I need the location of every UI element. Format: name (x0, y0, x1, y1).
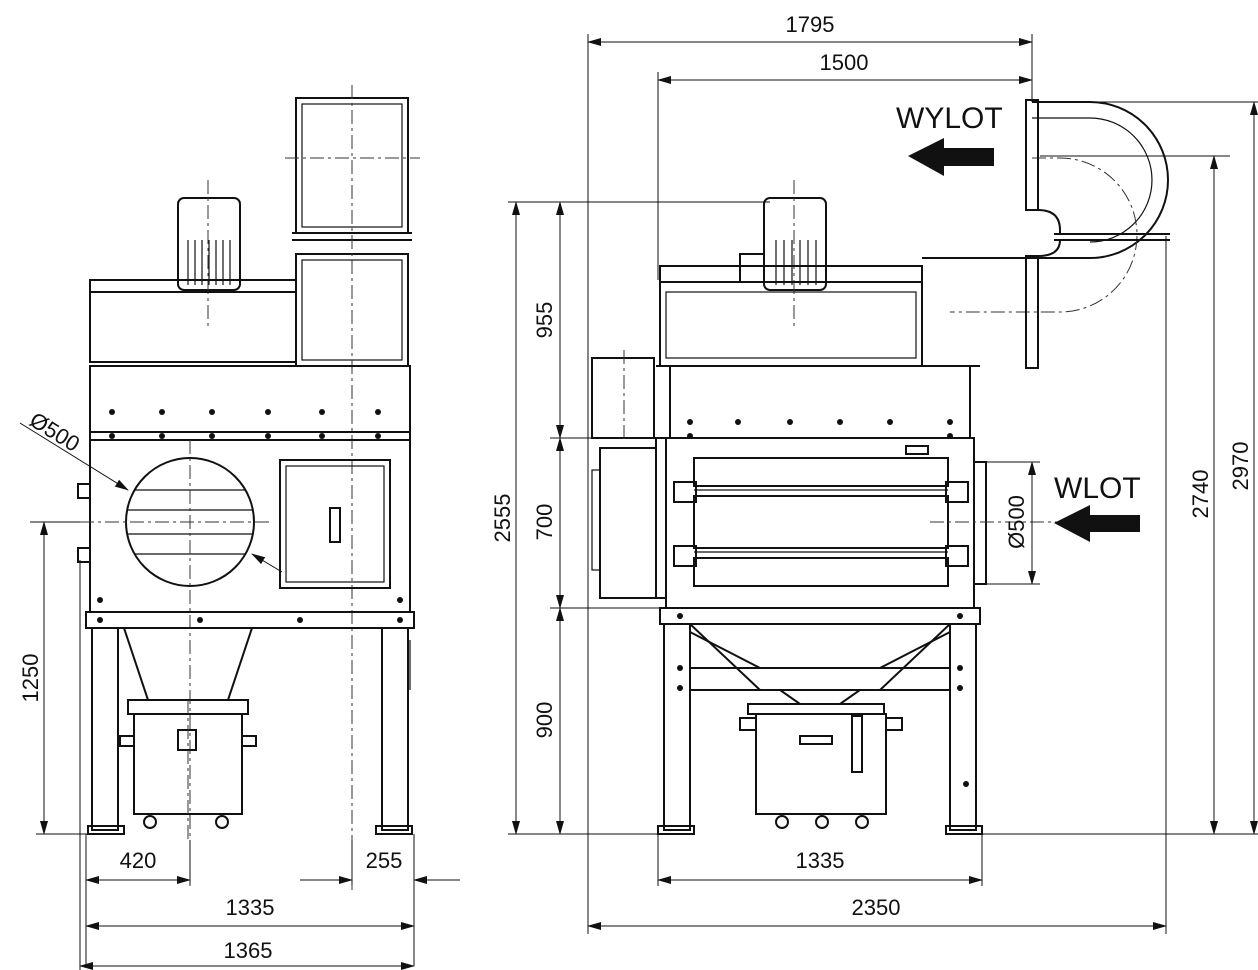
dim-inlet-offset: 420 (120, 848, 157, 873)
front-view (591, 99, 1170, 835)
dim-inlet-height: 1250 (18, 654, 43, 703)
dim-max-height: 2970 (1228, 442, 1253, 491)
side-dimensions: 1250 420 255 1335 1365 Ø500 (18, 407, 460, 970)
dim-leg-width: 255 (366, 848, 403, 873)
label-inlet: WLOT (1054, 472, 1141, 505)
outlet-arrow (908, 138, 994, 176)
motor-fins (187, 240, 231, 285)
dim-base-width-side: 1335 (226, 895, 275, 920)
side-view (19, 85, 420, 890)
front-bolts (677, 419, 969, 787)
front-dimensions: 1795 1500 2555 955 700 900 Ø500 2740 (490, 12, 1258, 934)
label-diameter-side: Ø500 (25, 407, 84, 457)
dim-filter-section: 700 (532, 504, 557, 541)
dim-overall-length: 2350 (852, 895, 901, 920)
dim-upper-width: 1500 (820, 50, 869, 75)
label-diameter-front: Ø500 (1004, 495, 1029, 549)
dim-total-height: 2555 (490, 494, 515, 543)
dim-overall-width-side: 1365 (224, 938, 273, 963)
dim-base-width-front: 1335 (796, 848, 845, 873)
label-outlet: WYLOT (896, 102, 1003, 135)
dim-outlet-height: 2740 (1188, 470, 1213, 519)
dim-motor-section: 955 (532, 302, 557, 339)
dim-stand-height: 900 (532, 702, 557, 739)
side-bolts (97, 409, 403, 623)
dim-total-width: 1795 (786, 12, 835, 37)
inlet-arrow (1054, 505, 1140, 542)
